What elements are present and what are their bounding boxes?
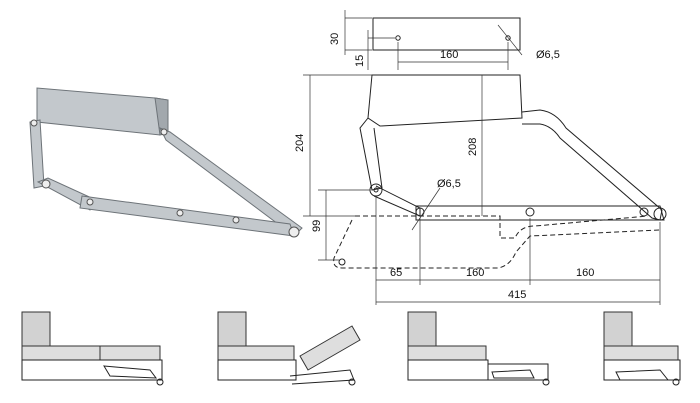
- top-hole-1: [395, 35, 401, 41]
- top-bracket: [372, 17, 521, 51]
- dashed-outline: [333, 219, 661, 269]
- sofa-step-4: [603, 311, 681, 386]
- side-vertical-arm: [359, 117, 383, 191]
- sofa-step-2: [217, 311, 361, 386]
- side-diagonal-arm: [521, 109, 663, 221]
- technical-drawing: 30 15 160 Ø6,5 204 208 Ø6,5: [294, 10, 667, 305]
- dim-160-bottom-left: 160: [466, 267, 484, 279]
- dim-15: 15: [354, 55, 366, 67]
- side-short-link: [373, 185, 421, 217]
- dim-415: 415: [508, 289, 526, 301]
- dim-160-bottom-right: 160: [576, 267, 594, 279]
- dim-65-bottom: 65: [390, 267, 402, 279]
- side-pivot-3: [525, 207, 535, 217]
- dim-hole-top: Ø6,5: [536, 49, 560, 61]
- pivot-1: [30, 119, 38, 127]
- sofa-step-3: [407, 311, 550, 386]
- dim-30: 30: [329, 33, 341, 45]
- dim-hole-mid: Ø6,5: [437, 178, 461, 190]
- pivot-3: [86, 198, 94, 206]
- side-pivot-4: [639, 207, 649, 217]
- dim-99: 99: [311, 220, 323, 232]
- top-hole-2: [505, 35, 511, 41]
- side-pivot-5: [653, 207, 667, 221]
- mechanism-3d-render: [29, 87, 303, 238]
- pivot-6: [232, 216, 240, 224]
- dim-204: 204: [294, 134, 306, 152]
- pivot-5: [176, 209, 184, 217]
- side-lower-rail: [415, 205, 665, 221]
- dashed-rail: [355, 215, 649, 239]
- pivot-4: [160, 128, 168, 136]
- mounting-bracket: [36, 87, 169, 136]
- pivot-7: [288, 226, 300, 238]
- sofa-step-1: [21, 311, 164, 386]
- dim-160-top: 160: [440, 49, 458, 61]
- pivot-2: [41, 179, 51, 189]
- dim-208: 208: [467, 138, 479, 156]
- vertical-arm: [29, 119, 45, 189]
- side-bracket: [367, 74, 523, 127]
